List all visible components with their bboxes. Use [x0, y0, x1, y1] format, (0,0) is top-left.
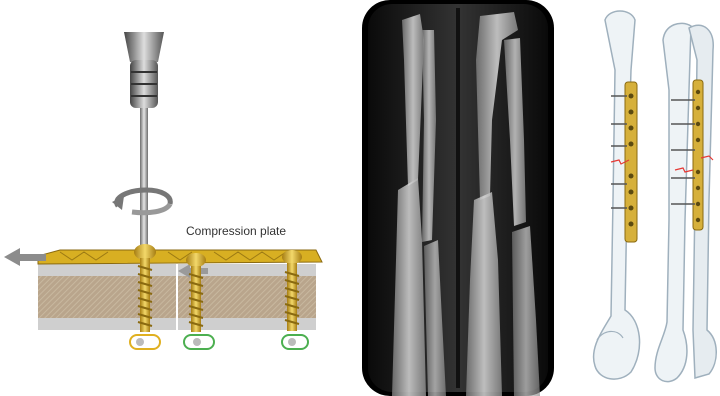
- slot-green: [184, 335, 214, 349]
- slot-yellow: [130, 335, 160, 349]
- slot-green: [282, 335, 308, 349]
- forearm-bones-with-plate: [585, 0, 720, 396]
- forearm-fracture-xray: [362, 0, 554, 396]
- xray-image: [362, 0, 554, 396]
- compression-plate-illustration: [0, 0, 340, 396]
- plated-forearm-illustration: [585, 0, 720, 396]
- compression-plate-label: Compression plate: [186, 224, 286, 238]
- compression-plate-diagram: Compression plate: [0, 0, 340, 396]
